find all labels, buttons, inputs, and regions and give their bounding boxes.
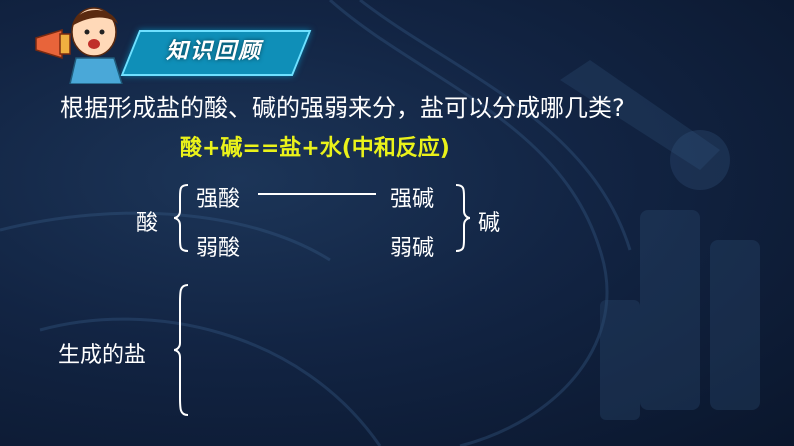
salt-label: 生成的盐: [58, 343, 147, 368]
question-text: 根据形成盐的酸、碱的强弱来分，盐可以分成哪几类?: [60, 94, 625, 122]
strong-acid-label: 强酸: [196, 187, 241, 212]
base-brace: [455, 184, 471, 252]
strong-base-label: 强碱: [390, 187, 435, 212]
weak-acid-label: 弱酸: [196, 236, 241, 261]
base-label: 碱: [478, 211, 501, 236]
salt-brace: [173, 284, 189, 416]
megaphone-icon: [35, 28, 71, 60]
acid-label: 酸: [136, 211, 159, 236]
neutralization-formula: 酸+碱==盐+水(中和反应): [180, 136, 450, 161]
acid-brace: [173, 184, 189, 252]
mascot-avatar: [35, 7, 123, 84]
section-title: 知识回顾: [165, 39, 262, 64]
weak-base-label: 弱碱: [390, 236, 435, 261]
connector-line: [258, 193, 376, 195]
